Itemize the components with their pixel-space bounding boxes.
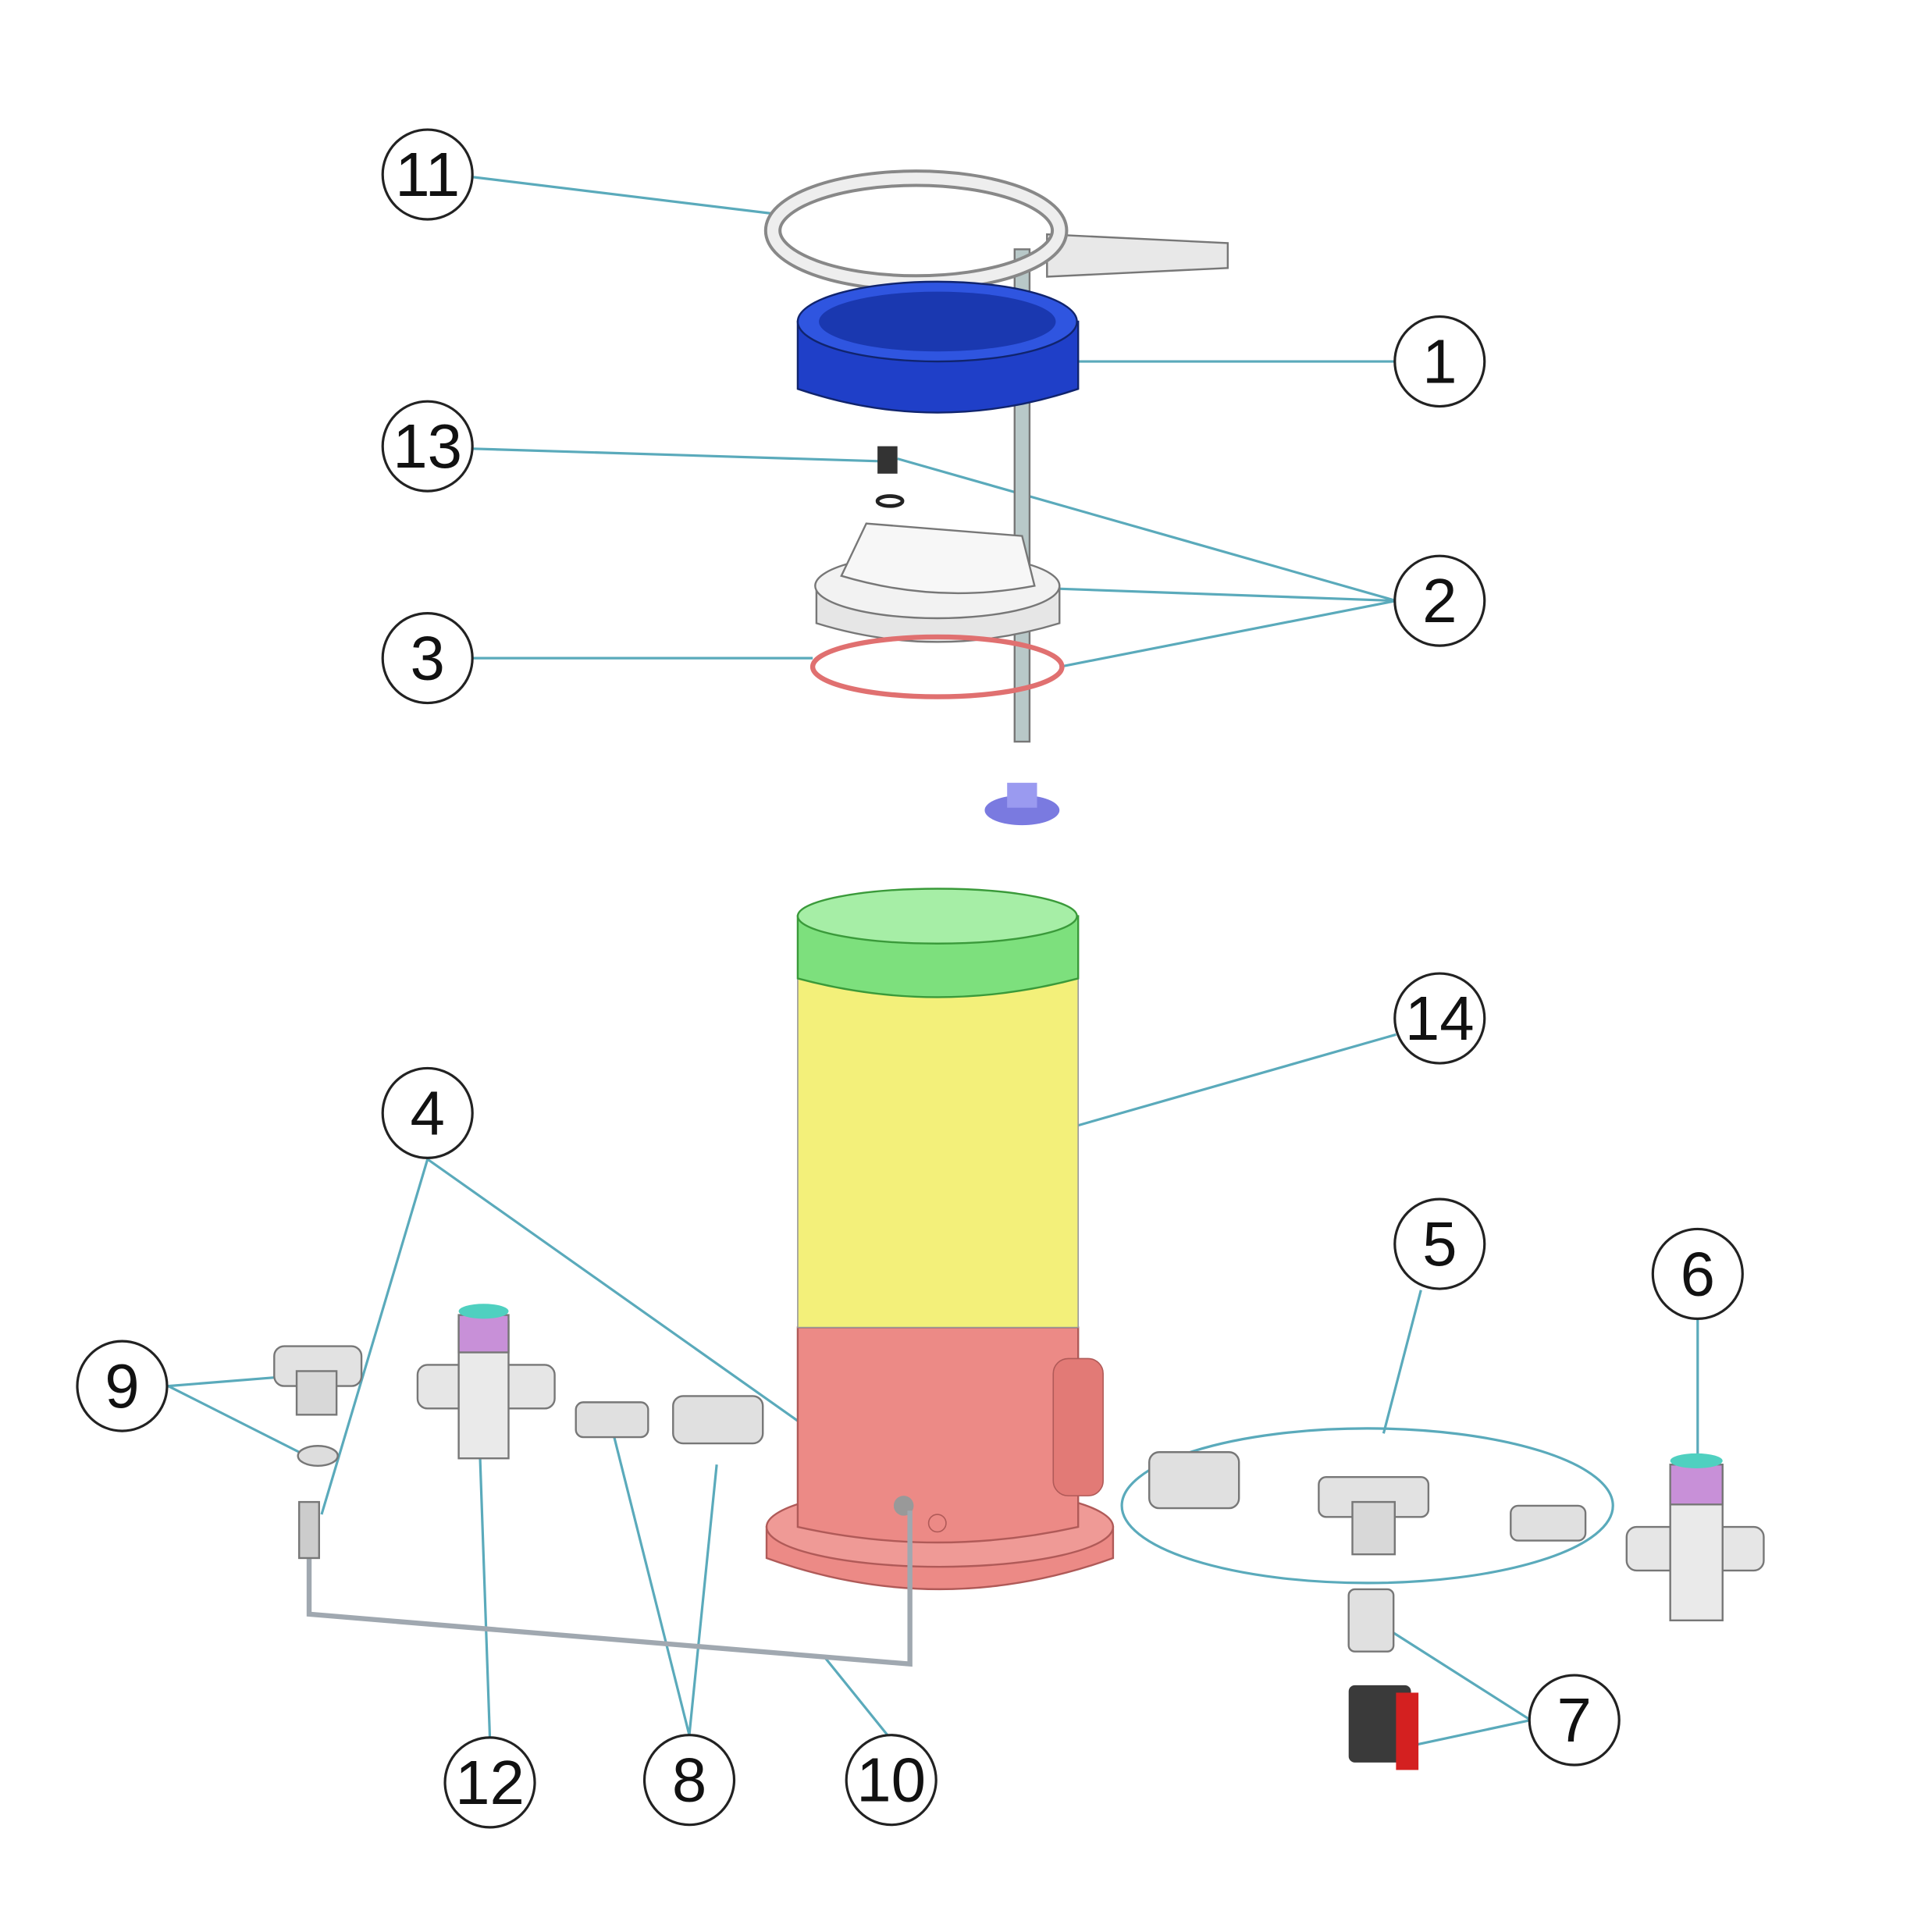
callout-label: 9	[105, 1351, 139, 1421]
leader-9b	[167, 1385, 300, 1453]
leader-7b	[1414, 1718, 1532, 1747]
callout-label: 1	[1422, 327, 1457, 397]
part-14-body	[765, 888, 1115, 1591]
callout-6: 6	[1651, 1227, 1744, 1320]
part-5-fittings	[1148, 1451, 1587, 1556]
leader-2a	[897, 457, 1397, 603]
group-outline-5	[1120, 1427, 1614, 1585]
part-8-fittings	[575, 1395, 764, 1445]
leader-2b	[1047, 587, 1397, 603]
callout-label: 6	[1681, 1239, 1715, 1308]
callout-label: 10	[856, 1745, 926, 1815]
callout-label: 2	[1422, 566, 1457, 635]
callout-13: 13	[381, 400, 474, 493]
leader-7a	[1393, 1631, 1532, 1721]
callout-label: 14	[1405, 984, 1475, 1053]
callout-7: 7	[1528, 1674, 1621, 1767]
callout-14: 14	[1393, 972, 1486, 1065]
leader-13	[472, 447, 879, 463]
callout-label: 8	[672, 1745, 706, 1815]
part-2-cover	[814, 522, 1061, 643]
callout-1: 1	[1393, 315, 1486, 408]
part-6-valve	[1625, 1453, 1765, 1622]
part-9-tee	[273, 1345, 363, 1468]
part-1-blue-nut	[796, 280, 1080, 414]
callout-label: 13	[393, 411, 462, 481]
callout-8: 8	[642, 1734, 736, 1827]
callout-label: 3	[410, 624, 444, 693]
callout-5: 5	[1393, 1197, 1486, 1290]
callout-label: 11	[395, 140, 460, 209]
leader-12	[479, 1452, 492, 1738]
leader-2c	[1059, 600, 1397, 668]
leader-11	[471, 176, 780, 216]
part-4-fitting	[298, 1500, 320, 1560]
leader-10	[824, 1656, 889, 1736]
callout-label: 5	[1422, 1209, 1457, 1279]
callout-2: 2	[1393, 554, 1486, 647]
part-3-oring	[809, 634, 1065, 699]
leader-8b	[688, 1464, 718, 1735]
callout-9: 9	[76, 1340, 169, 1432]
foot-piece	[984, 782, 1060, 826]
part-11-wrench-ring	[763, 169, 1229, 292]
part-12-valve	[416, 1304, 556, 1460]
leader-5	[1382, 1290, 1422, 1434]
part-7-ball-valve	[1347, 1588, 1419, 1770]
callout-10: 10	[845, 1734, 938, 1827]
part-10-tube	[306, 1510, 913, 1667]
callout-12: 12	[443, 1736, 536, 1829]
leader-9a	[168, 1375, 277, 1388]
callout-11: 11	[381, 128, 474, 221]
part-13-bleed-screw	[875, 446, 905, 508]
callout-label: 4	[410, 1078, 444, 1147]
callout-4: 4	[381, 1066, 474, 1159]
leader-4a	[320, 1158, 429, 1515]
leader-8a	[612, 1432, 691, 1736]
callout-label: 12	[455, 1748, 525, 1817]
callout-3: 3	[381, 612, 474, 705]
callout-label: 7	[1557, 1685, 1592, 1755]
